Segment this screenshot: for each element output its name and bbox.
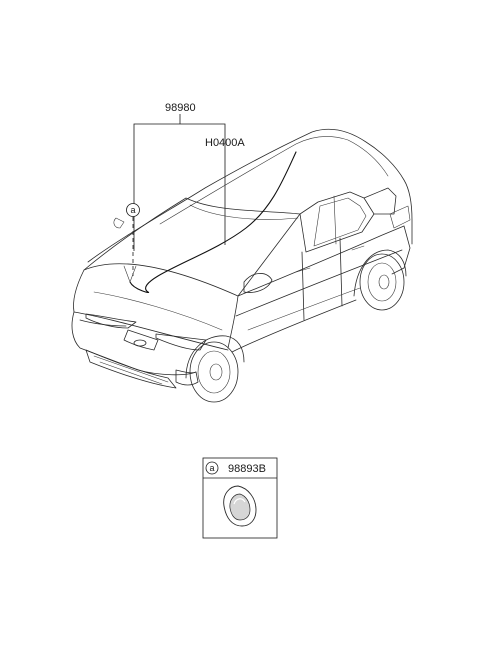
harness-connector [123,265,137,283]
assembly-part-number-label: 98980 [165,102,196,114]
grommet-part-illustration [223,485,257,527]
vehicle-drawing [71,128,413,403]
svg-text:a: a [130,205,135,215]
svg-text:a: a [209,463,214,473]
callout-a-marker: a [126,203,140,217]
wiring-part-number-label: H0400A [205,137,245,149]
inset-part-number-label: 98893B [228,463,266,475]
roof-wiring-harness [129,151,297,294]
assembly-bracket-leader [133,114,226,251]
inset-callout-a-marker: a [205,461,219,475]
